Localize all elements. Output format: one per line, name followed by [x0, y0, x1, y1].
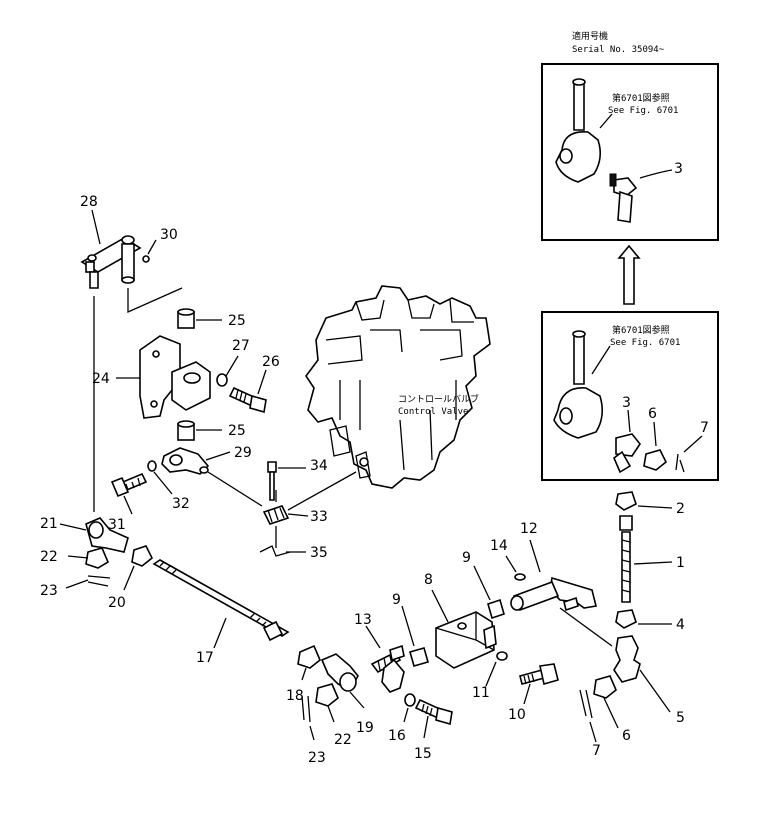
bracket-12: 12 14	[490, 521, 613, 647]
bracket-24: 24 25 25 27 26	[92, 308, 280, 441]
label-1: 1	[676, 555, 685, 571]
label-19: 19	[356, 720, 374, 736]
label-31: 31	[108, 517, 126, 533]
inset-bottom-ref-jp: 第6701図参照	[612, 324, 670, 336]
label-17: 17	[196, 650, 214, 666]
lever-29: 29 32 31	[108, 445, 263, 533]
label-27: 27	[232, 338, 250, 354]
label-14: 14	[490, 538, 508, 554]
inset-bottom-ref-en: See Fig. 6701	[610, 338, 680, 348]
control-valve-label-jp: コントロールバルブ	[398, 393, 479, 405]
label-23-left: 23	[40, 583, 58, 599]
inset-bottom: 第6701図参照 See Fig. 6701 3 6 7	[541, 311, 719, 481]
label-23-bottom: 23	[308, 750, 326, 766]
label-8: 8	[424, 572, 433, 588]
label-22-bottom: 22	[334, 732, 352, 748]
label-9-right: 9	[462, 550, 471, 566]
serial-header-jp: 適用号機	[572, 30, 608, 42]
label-34: 34	[310, 458, 328, 474]
control-valve-label-en: Control Valve	[398, 407, 468, 417]
rod-assembly-right: 2 1 4 5 6 7	[579, 491, 685, 759]
label-26: 26	[262, 354, 280, 370]
label-3-top: 3	[674, 161, 683, 177]
rod-17-assembly: 17 20 21 22 23 18 19 22 23	[40, 516, 374, 766]
label-13: 13	[354, 612, 372, 628]
label-7: 7	[592, 743, 601, 759]
bolt-34-spring-33: 34 33 35	[259, 458, 357, 561]
label-25-top: 25	[228, 313, 246, 329]
upward-arrow	[617, 244, 641, 305]
label-6: 6	[622, 728, 631, 744]
label-32: 32	[172, 496, 190, 512]
label-16: 16	[388, 728, 406, 744]
label-15: 15	[414, 746, 432, 762]
inset-top: 第6701図参照 See Fig. 6701 3	[541, 63, 719, 241]
label-7-inset: 7	[700, 420, 709, 436]
label-35: 35	[310, 545, 328, 561]
label-28: 28	[80, 194, 98, 210]
label-3-bottom: 3	[622, 395, 631, 411]
label-24: 24	[92, 371, 110, 387]
label-12: 12	[520, 521, 538, 537]
label-22-left: 22	[40, 549, 58, 565]
label-5: 5	[676, 710, 685, 726]
label-30: 30	[160, 227, 178, 243]
label-10: 10	[508, 707, 526, 723]
ball-joint-13: 13 16 15	[354, 612, 453, 762]
lever-28: 28 30	[80, 194, 183, 512]
label-25-bottom: 25	[228, 423, 246, 439]
inset-top-ref-jp: 第6701図参照	[612, 92, 670, 104]
inset-top-ref-en: See Fig. 6701	[608, 106, 678, 116]
label-6-inset: 6	[648, 406, 657, 422]
label-4: 4	[676, 617, 685, 633]
label-21: 21	[40, 516, 58, 532]
label-33: 33	[310, 509, 328, 525]
serial-header-en: Serial No. 35094~	[572, 45, 665, 55]
label-2: 2	[676, 501, 685, 517]
label-18: 18	[286, 688, 304, 704]
control-valve: コントロールバルブ Control Valve	[305, 285, 491, 489]
label-11: 11	[472, 685, 490, 701]
label-29: 29	[234, 445, 252, 461]
label-20: 20	[108, 595, 126, 611]
label-9-left: 9	[392, 592, 401, 608]
block-8: 8 9 9 11 10	[392, 550, 559, 723]
